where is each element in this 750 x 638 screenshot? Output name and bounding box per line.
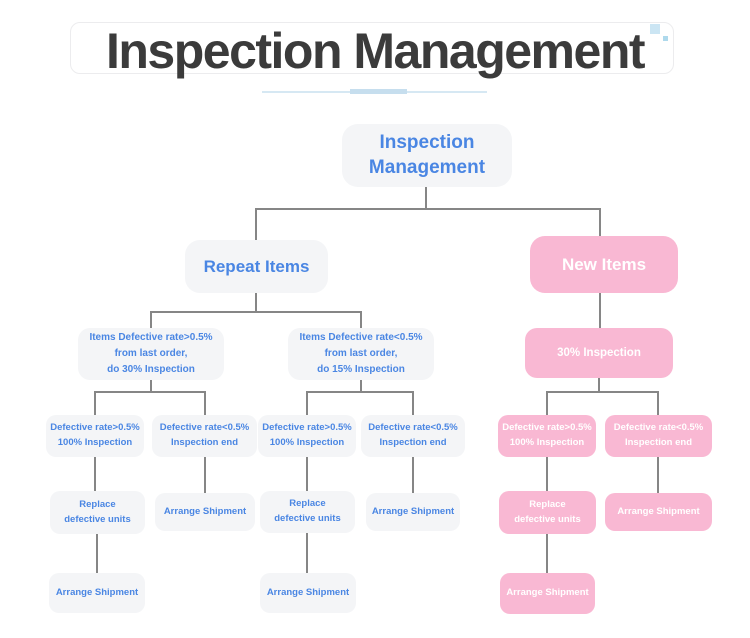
connector-line xyxy=(360,380,362,392)
node-new-30-inspection: 30% Inspection xyxy=(525,328,673,378)
connector-line xyxy=(360,311,362,328)
node-new-arrange-shipment: Arrange Shipment xyxy=(605,493,712,531)
node-new-defect-low: Defective rate<0.5% Inspection end xyxy=(605,415,712,457)
node-repeat-low-arrange-shipment: Arrange Shipment xyxy=(366,493,460,531)
connector-line xyxy=(150,311,152,328)
connector-line xyxy=(598,378,600,392)
node-new-final-shipment: Arrange Shipment xyxy=(500,573,595,614)
connector-line xyxy=(96,534,98,573)
connector-line xyxy=(255,208,601,210)
connector-line xyxy=(306,533,308,573)
connector-line xyxy=(94,457,96,491)
node-inspection-management-root: Inspection Management xyxy=(342,124,512,187)
connector-line xyxy=(94,391,206,393)
node-repeat-low-defect-low: Defective rate<0.5% Inspection end xyxy=(361,415,465,457)
connector-line xyxy=(306,391,414,393)
node-repeat-high-final-shipment: Arrange Shipment xyxy=(49,573,145,613)
node-repeat-high-defect-high: Defective rate>0.5% 100% Inspection xyxy=(46,415,144,457)
connector-line xyxy=(204,391,206,415)
node-repeat-low-final-shipment: Arrange Shipment xyxy=(260,573,356,613)
connector-line xyxy=(546,391,659,393)
connector-line xyxy=(546,534,548,573)
node-repeat-high-defect-low: Defective rate<0.5% Inspection end xyxy=(152,415,257,457)
node-new-items: New Items xyxy=(530,236,678,293)
connector-line xyxy=(546,391,548,415)
title-underline-accent xyxy=(350,89,407,94)
connector-line xyxy=(306,391,308,415)
connector-line xyxy=(599,293,601,328)
connector-line xyxy=(150,311,362,313)
connector-line xyxy=(306,457,308,491)
connector-line xyxy=(546,457,548,491)
connector-line xyxy=(412,391,414,415)
node-repeat-low-defect-high: Defective rate>0.5% 100% Inspection xyxy=(258,415,356,457)
connector-line xyxy=(657,391,659,415)
node-new-replace-units: Replace defective units xyxy=(499,491,596,534)
node-new-defect-high: Defective rate>0.5% 100% Inspection xyxy=(498,415,596,457)
node-repeat-high-rate: Items Defective rate>0.5% from last orde… xyxy=(78,328,224,380)
node-repeat-low-replace-units: Replace defective units xyxy=(260,491,355,533)
node-repeat-items: Repeat Items xyxy=(185,240,328,293)
connector-line xyxy=(94,391,96,415)
connector-line xyxy=(425,187,427,209)
connector-line xyxy=(255,208,257,240)
connector-line xyxy=(150,380,152,392)
connector-line xyxy=(412,457,414,493)
connector-line xyxy=(599,208,601,237)
node-repeat-high-arrange-shipment: Arrange Shipment xyxy=(155,493,255,531)
node-repeat-low-rate: Items Defective rate<0.5% from last orde… xyxy=(288,328,434,380)
node-repeat-high-replace-units: Replace defective units xyxy=(50,491,145,534)
decor-square-icon xyxy=(650,24,660,34)
connector-line xyxy=(657,457,659,493)
title-card xyxy=(70,22,674,74)
decor-square-small-icon xyxy=(663,36,668,41)
connector-line xyxy=(204,457,206,493)
connector-line xyxy=(255,293,257,312)
page-title: Inspection Management xyxy=(105,23,646,79)
